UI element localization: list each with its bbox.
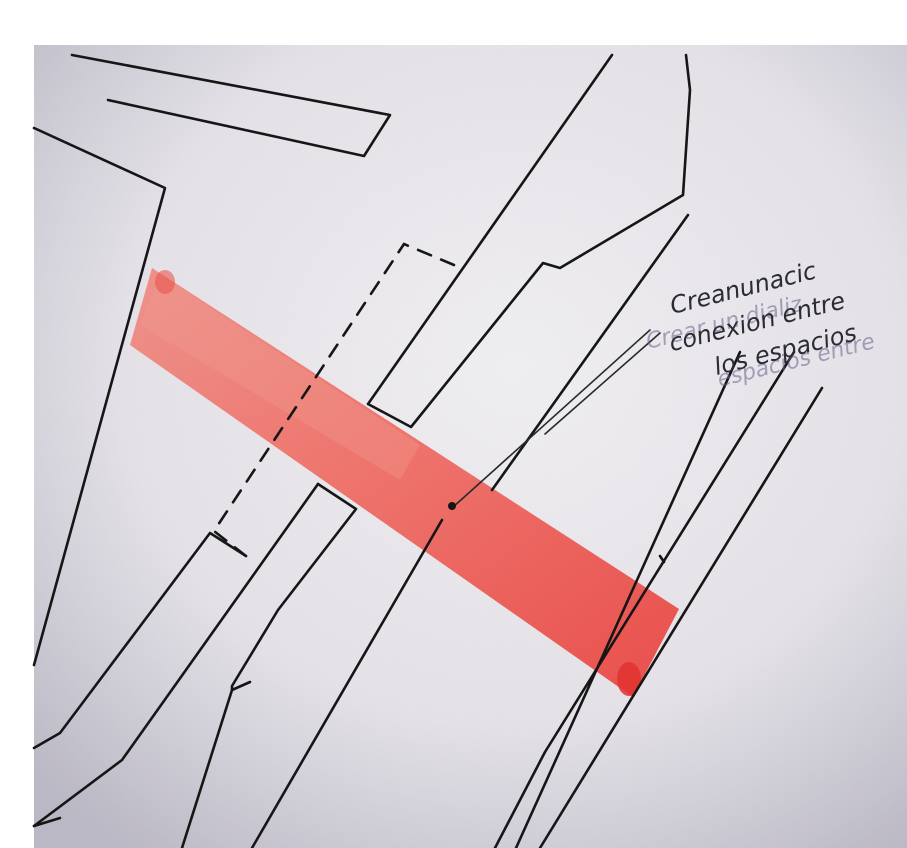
top-margin: [0, 0, 907, 45]
left-margin: [0, 45, 34, 848]
paper-grain: [34, 45, 907, 848]
